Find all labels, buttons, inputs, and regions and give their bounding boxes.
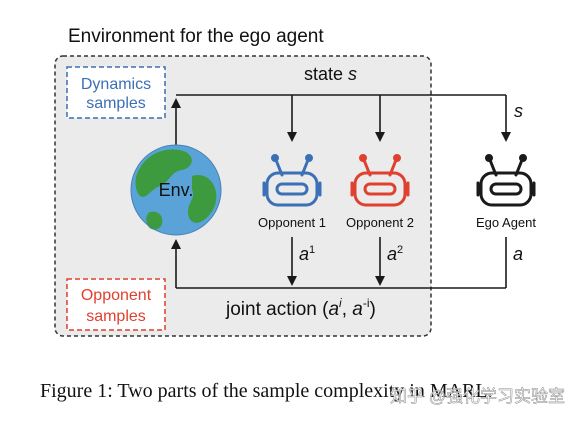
opponent-samples-box <box>66 278 166 331</box>
opponent-2-robot-icon <box>350 154 410 207</box>
opponent-samples-line1: Opponent <box>81 287 152 304</box>
opponent-samples-line2: samples <box>86 308 146 325</box>
dynamics-samples-line2: samples <box>86 95 146 112</box>
action-label-opponent-1: a1 <box>299 244 315 264</box>
joint-action-label: joint action (ai, a-i) <box>225 296 376 320</box>
environment-title: Environment for the ego agent <box>68 26 324 47</box>
ego-agent-label: Ego Agent <box>476 215 536 230</box>
state-arrows <box>171 94 511 150</box>
state-label-right: s <box>514 101 523 121</box>
dynamics-samples-box <box>66 66 166 119</box>
state-label: state s <box>304 64 357 84</box>
opponent-1-robot-icon <box>262 154 322 207</box>
action-arrows <box>171 237 507 289</box>
env-label: Env. <box>159 180 194 200</box>
watermark: 知乎 @强化学习实验室 <box>390 387 565 406</box>
globe-icon <box>130 144 222 236</box>
environment-box <box>54 55 432 337</box>
figure-caption: Figure 1: Two parts of the sample comple… <box>40 380 493 402</box>
opponent-2-label: Opponent 2 <box>346 215 414 230</box>
ego-agent-robot-icon <box>476 154 536 207</box>
action-label-opponent-2: a2 <box>387 244 403 264</box>
action-label-ego: a <box>513 244 523 264</box>
opponent-1-label: Opponent 1 <box>258 215 326 230</box>
dynamics-samples-line1: Dynamics <box>81 76 151 93</box>
